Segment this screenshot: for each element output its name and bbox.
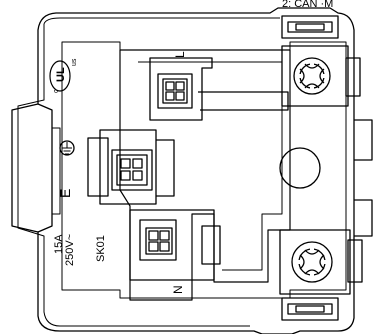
mounting-plate [119, 49, 291, 301]
neutral-terminal-label: N [171, 285, 185, 294]
right-notch [354, 119, 373, 161]
current-rating: 15A [53, 234, 65, 254]
earth-terminal [87, 129, 175, 205]
mounting-hole [279, 147, 321, 189]
plate-inner [138, 61, 283, 271]
line-terminal-label: L [173, 51, 187, 58]
model-number: SK01 [95, 235, 107, 262]
left-notch [37, 103, 53, 233]
earth-symbol [59, 140, 75, 156]
bottom-clip [281, 297, 339, 321]
top-right-screw [281, 45, 361, 107]
earth-terminal-label: E [57, 189, 73, 198]
header-fragment: 2: CAN ·M [282, 0, 333, 10]
neutral-terminal [129, 209, 221, 281]
line-terminal [149, 57, 289, 121]
right-notch-lower [354, 199, 373, 237]
bottom-right-screw [279, 229, 363, 295]
svg-text:UL: UL [55, 67, 67, 82]
cul-us-mark: UL c us [49, 58, 78, 93]
voltage-rating: 250V~ [64, 234, 76, 266]
housing-inner-contour [17, 17, 280, 327]
svg-text:us: us [71, 58, 78, 66]
svg-text:c: c [53, 89, 60, 93]
top-clip [281, 15, 339, 39]
left-bracket [52, 127, 61, 215]
outer-housing [11, 7, 355, 334]
